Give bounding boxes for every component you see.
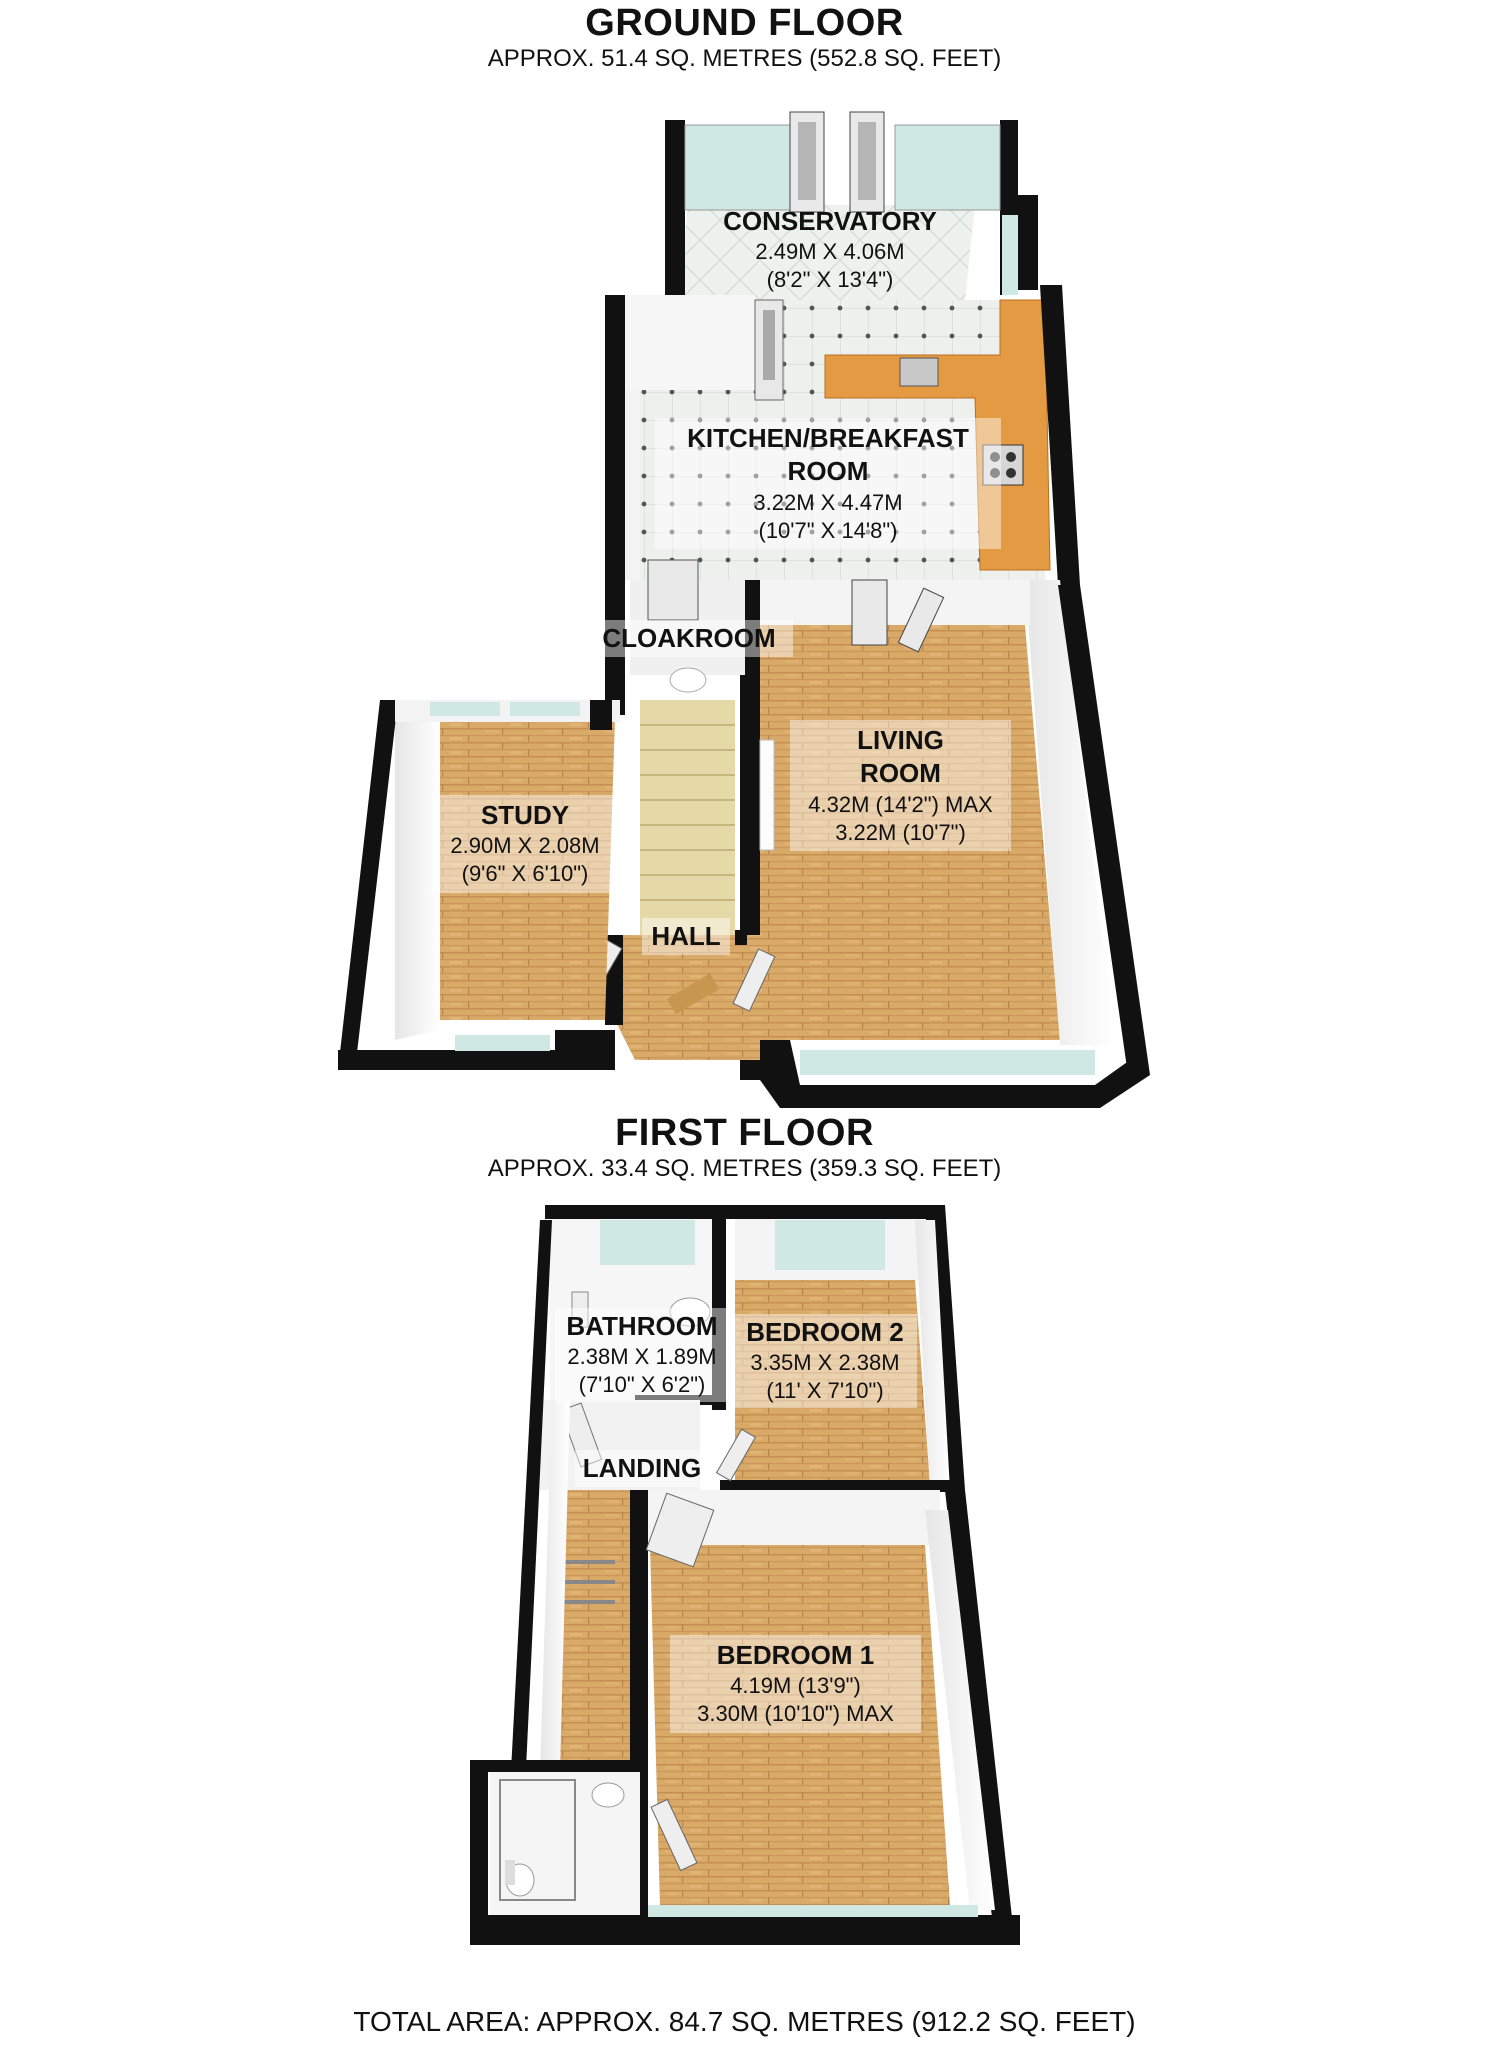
bedroom-2-label: BEDROOM 2 3.35M X 2.38M (11' X 7'10")	[733, 1314, 917, 1408]
study-label: STUDY 2.90M X 2.08M (9'6" X 6'10")	[432, 795, 618, 893]
ground-floor-area: APPROX. 51.4 SQ. METRES (552.8 SQ. FEET)	[487, 45, 1002, 72]
kitchen-room	[605, 285, 1080, 715]
living-room-name-line2: ROOM	[860, 758, 941, 789]
total-area: TOTAL AREA: APPROX. 84.7 SQ. METRES (912…	[353, 2006, 1136, 2037]
living-room-dim-2: 3.22M (10'7")	[835, 819, 966, 845]
landing-name: LANDING	[582, 1453, 702, 1483]
ground-floor-title: GROUND FLOOR	[585, 2, 904, 44]
bedroom-1-name: BEDROOM 1	[716, 1640, 875, 1670]
first-floor-area: APPROX. 33.4 SQ. METRES (359.3 SQ. FEET)	[487, 1155, 1002, 1182]
conservatory-dim-imperial: (8'2" X 13'4")	[766, 267, 894, 293]
landing-label: LANDING	[575, 1450, 709, 1488]
conservatory-label: CONSERVATORY 2.49M X 4.06M (8'2" X 13'4"…	[700, 205, 960, 295]
kitchen-dim-imperial: (10'7" X 14'8")	[758, 517, 898, 543]
hall-label: HALL	[642, 918, 730, 956]
living-room-dim-1: 4.32M (14'2") MAX	[808, 791, 993, 817]
ensuite-room	[470, 1760, 1020, 1945]
conservatory-name: CONSERVATORY	[723, 206, 937, 236]
conservatory-room	[665, 111, 1038, 345]
study-dim-imperial: (9'6" X 6'10")	[461, 861, 589, 887]
study-room	[338, 700, 620, 1070]
study-dim-metric: 2.90M X 2.08M	[450, 833, 600, 859]
bedroom-1-dim-1: 4.19M (13'9")	[730, 1673, 861, 1699]
bedroom-2-room	[715, 1205, 965, 1492]
bathroom-name: BATHROOM	[566, 1311, 718, 1341]
bathroom-label: BATHROOM 2.38M X 1.89M (7'10" X 6'2")	[555, 1308, 729, 1402]
hall-and-stairs	[575, 559, 776, 1060]
hall-name: HALL	[651, 921, 721, 951]
conservatory-dim-metric: 2.49M X 4.06M	[755, 239, 905, 265]
bathroom-room	[545, 1205, 730, 1410]
bedroom-2-dim-imperial: (11' X 7'10")	[766, 1378, 884, 1404]
bedroom-1-dim-2: 3.30M (10'10") MAX	[697, 1701, 894, 1727]
landing-area	[510, 1220, 700, 1790]
first-floor-title: FIRST FLOOR	[615, 1112, 874, 1154]
cloakroom-label: CLOAKROOM	[585, 620, 793, 658]
bedroom-1-label: BEDROOM 1 4.19M (13'9") 3.30M (10'10") M…	[670, 1635, 921, 1733]
kitchen-name-line1: KITCHEN/BREAKFAST	[687, 423, 969, 453]
bedroom-1-room	[630, 1490, 1015, 1945]
bedroom-2-name: BEDROOM 2	[746, 1317, 904, 1347]
living-room-label: LIVING ROOM 4.32M (14'2") MAX 3.22M (10'…	[790, 720, 1011, 851]
living-room-name-line1: LIVING	[857, 725, 944, 755]
cloakroom-name: CLOAKROOM	[602, 623, 776, 653]
bedroom-2-dim-metric: 3.35M X 2.38M	[750, 1350, 900, 1376]
kitchen-dim-metric: 3.22M X 4.47M	[753, 489, 903, 515]
study-name: STUDY	[480, 800, 570, 830]
kitchen-label: KITCHEN/BREAKFAST ROOM 3.22M X 4.47M (10…	[655, 418, 1001, 549]
kitchen-name-line2: ROOM	[787, 456, 869, 487]
bathroom-dim-metric: 2.38M X 1.89M	[567, 1344, 717, 1370]
living-room	[740, 579, 1150, 1108]
bathroom-dim-imperial: (7'10" X 6'2")	[578, 1372, 706, 1398]
